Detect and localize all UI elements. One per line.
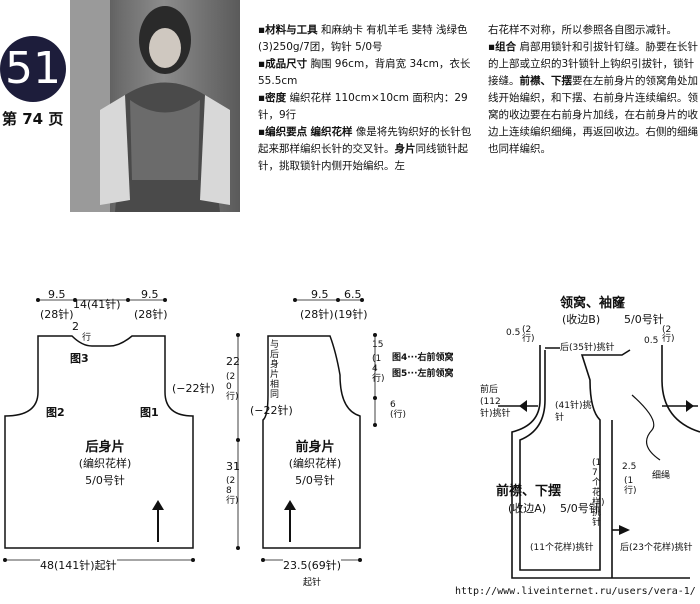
front-top-right-stitches: (19针) <box>334 308 368 321</box>
model-photo-illustration <box>70 0 230 212</box>
front-bottom-sub: 起针 <box>303 578 322 588</box>
collar-sub: (收边B) <box>562 313 601 326</box>
front-piece-outline <box>262 335 361 549</box>
collar-right-rows: (2行) <box>662 325 675 344</box>
cord-label: 细绳 <box>652 471 671 481</box>
pattern-number-badge: 51 <box>0 36 66 102</box>
collar-left: 0.5 <box>506 328 521 338</box>
hem-sub: (收边A) <box>508 502 547 515</box>
front-same-as-back: 与后身片相同 <box>270 340 280 400</box>
cord-line <box>631 394 661 461</box>
materials-text: 和麻纳卡 有机羊毛 斐特 浅绿色(3)250g/7团，钩针 5/0号 <box>258 24 468 53</box>
hem-title: 前襟、下摆 <box>496 484 562 499</box>
back-top-left-stitches: (28针) <box>40 308 74 321</box>
front-top-right: 6.5 <box>344 288 362 301</box>
front-hem-text: 要在左前身片的领窝角处加线开始编织，和下摆、右前身片连续编织。领窝的收边要在右前… <box>488 75 698 155</box>
key-points-sub: 编织花样 <box>310 126 353 138</box>
edging-diagram-outline <box>511 345 700 579</box>
back-pattern: (编织花样) <box>78 457 132 470</box>
materials-title: 材料与工具 <box>265 24 318 36</box>
back-top-right-stitches: (28针) <box>134 308 168 321</box>
fig4-label: 图4···右前领窝 <box>392 353 454 363</box>
collar-title: 领窝、袖窿 <box>560 296 626 311</box>
key-points-title: 编织要点 <box>265 126 308 138</box>
assemble-title: 组合 <box>495 41 517 53</box>
back-height-1-rows: (20行) <box>226 372 239 402</box>
size-title: 成品尺寸 <box>265 58 308 70</box>
back-top-left: 9.5 <box>48 288 66 301</box>
front-pattern-count: (17个花样)挑针 <box>592 458 605 528</box>
page-reference: 第 74 页 <box>2 110 64 128</box>
instructions-column-2: 右花样不对称，所以参照各自图示减针。 ▪组合 肩部用锁针和引拔针钉缝。胁要在长针… <box>488 24 698 155</box>
front-top-left: 9.5 <box>311 288 329 301</box>
front-height-1-rows: (14行) <box>372 354 385 384</box>
key-points-text1: 像是将先钩织好的长针包起来那样编织长针的交叉针。 <box>258 126 472 155</box>
back-bottom-width: 48(141针)起针 <box>40 557 117 573</box>
collar-side-stitches: 前后(112针)挑针 <box>480 385 511 419</box>
gauge-title: 密度 <box>265 92 287 104</box>
back-piece-name: 后身片 <box>85 440 125 455</box>
back-side-decrease: (−22针) <box>172 382 215 395</box>
col2-text1: 右花样不对称，所以参照各自图示减针。 <box>488 24 677 36</box>
back-height-2-rows: (28行) <box>226 476 239 506</box>
collar-side2-stitches: (41针)挑针 <box>555 401 592 423</box>
source-url: http://www.liveinternet.ru/users/vera-1/ <box>455 586 696 597</box>
gauge-text: 编织花样 110cm×10cm 面积内：29针，9行 <box>258 92 468 121</box>
model-photo <box>70 0 240 212</box>
front-bottom-width: 23.5(69针) <box>283 557 342 573</box>
front-pattern: (编织花样) <box>288 457 342 470</box>
hem-height: 2.5 <box>622 462 637 472</box>
instructions-column-1: ▪材料与工具 和麻纳卡 有机羊毛 斐特 浅绿色(3)250g/7团，钩针 5/0… <box>258 24 472 172</box>
hem-needle: 5/0号针 <box>560 502 600 515</box>
front-top-left-stitches: (28针) <box>300 308 334 321</box>
bottom-11-pattern: (11个花样)挑针 <box>530 540 594 553</box>
fig1-label: 图1 <box>140 406 159 419</box>
fig2-label: 图2 <box>46 406 65 419</box>
back-top-right: 9.5 <box>141 288 159 301</box>
front-side-decrease: (−22针) <box>250 404 293 417</box>
hem-height-rows: (1行) <box>624 476 637 496</box>
front-height-2: 6 <box>390 400 396 410</box>
back-height-1: 22 <box>226 355 240 368</box>
back-piece-outline <box>4 335 194 549</box>
front-height-1: 15 <box>372 340 384 350</box>
key-points-text2: 同线锁针起针，挑取锁针内侧开始编织。左 <box>258 143 468 172</box>
fig5-label: 图5···左前领窝 <box>392 369 454 379</box>
collar-needle: 5/0号针 <box>624 313 664 326</box>
assemble-text: 肩部用锁针和引拔针钉缝。胁要在长针的上部或立织的3针锁针上钩织引拔针，锁针接缝。 <box>488 41 698 87</box>
back-needle: 5/0号针 <box>85 474 125 487</box>
collar-left-rows: (2行) <box>522 325 535 344</box>
back-height-2: 31 <box>226 460 240 473</box>
size-text: 胸围 96cm，背肩宽 34cm，衣长 55.5cm <box>258 58 471 87</box>
front-height-2-rows: (行) <box>390 410 407 420</box>
front-needle: 5/0号针 <box>295 474 335 487</box>
front-piece-name: 前身片 <box>295 440 335 455</box>
back-neck-width: 14(41针) <box>73 298 121 311</box>
collar-back-stitches: 后(35针)挑针 <box>560 340 615 353</box>
fig3-label: 图3 <box>70 352 89 365</box>
bottom-23-pattern: 后(23个花样)挑针 <box>620 540 693 553</box>
body-title: 身片 <box>394 143 416 155</box>
collar-right: 0.5 <box>644 336 659 346</box>
back-neck-depth: 2 <box>72 320 79 333</box>
back-neck-row: 行 <box>82 333 92 343</box>
front-hem-title: 前襟、下摆 <box>519 75 573 87</box>
